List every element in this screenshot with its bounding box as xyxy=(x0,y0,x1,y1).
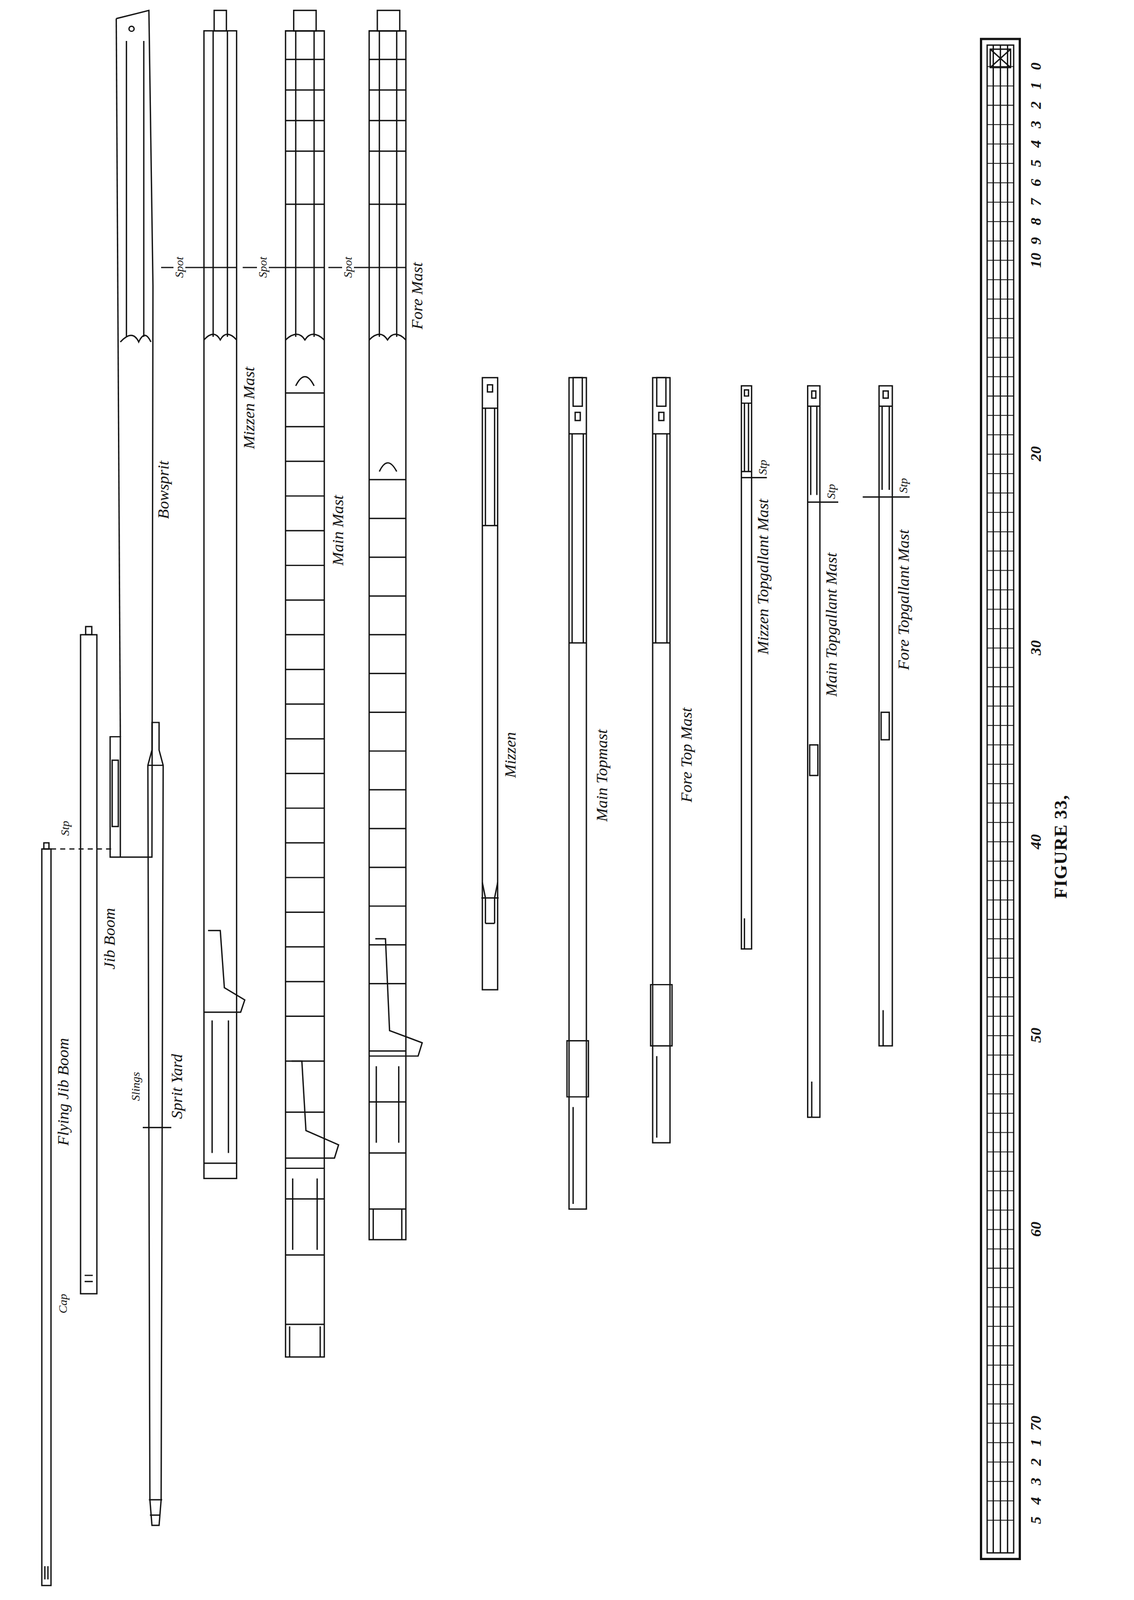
scale-number: 20 xyxy=(1028,444,1044,463)
note-label: Slings xyxy=(129,1069,142,1103)
scale-number: 6 xyxy=(1028,177,1044,189)
part-label: Bowsprit xyxy=(155,458,172,520)
scale-number: 60 xyxy=(1028,1219,1044,1238)
scale-number: 2 xyxy=(1028,1456,1044,1467)
part-label: Fore Topgallant Mast xyxy=(895,527,912,672)
scale-number: 3 xyxy=(1028,1475,1044,1487)
scale-number: 4 xyxy=(1028,138,1044,150)
part-label: Main Mast xyxy=(329,493,346,568)
scale-number: 50 xyxy=(1028,1025,1044,1045)
note-label: Spot xyxy=(173,254,186,280)
scale-number: 30 xyxy=(1028,638,1044,657)
part-label: Jib Boom xyxy=(101,905,118,971)
part-label: Main Topgallant Mast xyxy=(823,550,840,698)
scale-number: 70 xyxy=(1028,1413,1044,1432)
part-label: Fore Mast xyxy=(408,260,426,332)
scale-number: 1 xyxy=(1028,80,1044,92)
note-label: Cap xyxy=(57,1291,69,1316)
scale-number: 9 xyxy=(1028,235,1044,247)
note-label: Spot xyxy=(342,254,354,280)
scale-number: 10 xyxy=(1028,251,1044,270)
scale-number: 1 xyxy=(1028,1436,1044,1448)
part-label: Fore Top Mast xyxy=(678,705,695,804)
scale-number: 7 xyxy=(1028,196,1044,208)
scale-number: 5 xyxy=(1028,157,1044,169)
part-label: Main Topmast xyxy=(593,727,610,823)
note-label: Stp xyxy=(897,476,910,495)
scale-number: 2 xyxy=(1028,99,1044,111)
scale-number: 40 xyxy=(1028,832,1044,851)
part-label: Mizzen xyxy=(502,729,519,779)
scale-number: 5 xyxy=(1028,1514,1044,1526)
scale-number: 8 xyxy=(1028,216,1044,227)
part-label: Sprit Yard xyxy=(168,1052,185,1120)
part-label: Mizzen Mast xyxy=(240,365,257,451)
scale-number: 3 xyxy=(1028,119,1044,130)
note-label: Stp xyxy=(59,818,72,838)
note-label: Stp xyxy=(825,482,838,501)
note-label: Spot xyxy=(256,254,269,280)
scale-number: 0 xyxy=(1028,60,1044,72)
scale-number: 4 xyxy=(1028,1494,1044,1506)
note-label: Stp xyxy=(756,457,769,477)
part-label: Mizzen Topgallant Mast xyxy=(754,496,771,656)
part-label: Flying Jib Boom xyxy=(54,1035,72,1147)
figure-caption: FIGURE 33, xyxy=(1051,792,1070,901)
